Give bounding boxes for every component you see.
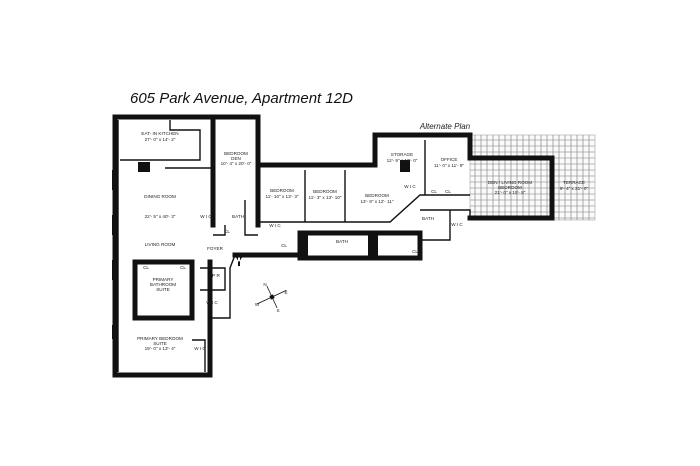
primary-bath-label3: SUITE: [156, 287, 170, 292]
living-room-label: LIVING ROOM: [145, 242, 176, 247]
wic-label: W I C: [404, 184, 416, 189]
bath-label: BATH: [232, 214, 244, 219]
compass-west: W: [255, 302, 260, 307]
terrace-dims: 9'- 4" x 21'- 0": [560, 186, 589, 191]
bath-label: BATH: [422, 216, 434, 221]
bedroom3-label: BEDROOM: [365, 193, 389, 198]
bedroom-den-label: BEDROOM: [224, 151, 248, 156]
terrace-area: [469, 134, 596, 221]
dining-living-dims: 22'- 5" x 40'- 3": [145, 214, 176, 219]
bedroom1-label: BEDROOM: [270, 188, 294, 193]
wic-label: W I C: [451, 222, 463, 227]
den-living-dims: 21'- 0" x 15'- 8": [495, 190, 526, 195]
closet-label: CL: [281, 243, 287, 248]
walls: [112, 114, 555, 378]
wic-label: W I C: [206, 300, 218, 305]
kitchen-dims: 27'- 0" x 14'- 2": [145, 137, 176, 142]
wic-label: W I C: [194, 346, 206, 351]
primary-bedroom-label: PRIMARY BEDROOM: [137, 336, 183, 341]
bedroom1-dims: 11'- 10" x 13'- 3": [265, 194, 298, 199]
compass-east: E: [284, 290, 287, 295]
office-label: OFFICE: [441, 157, 458, 162]
primary-bath-label2: BATHROOM: [150, 282, 176, 287]
closet-label: CL: [412, 249, 418, 254]
storage-label: STORAGE: [391, 152, 413, 157]
closet-label: CL: [180, 265, 186, 270]
wic-label: W I C: [269, 223, 281, 228]
storage-dims: 12'- 9" x 10'- 0": [387, 158, 418, 163]
closet-label: CL: [224, 229, 230, 234]
primary-bedroom-label2: SUITE: [153, 341, 167, 346]
wic-label: W I C: [200, 214, 212, 219]
den-living-label2: BEDROOM: [498, 185, 522, 190]
bedroom-den-label2: DEN: [231, 156, 241, 161]
bedroom3-dims: 13'- 9" x 12'- 11": [360, 199, 393, 204]
bedroom2-dims: 11'- 3" x 13'- 10": [308, 195, 341, 200]
powder-room-label: P R: [212, 273, 220, 278]
room-labels: Alternate Plan EAT- IN KITCHEN 27'- 0" x…: [137, 122, 588, 351]
kitchen-label: EAT- IN KITCHEN: [141, 131, 178, 136]
den-living-label: DEN / LIVING ROOM: [488, 180, 532, 185]
primary-bath-label: PRIMARY: [153, 277, 174, 282]
closet-label: CL: [445, 189, 451, 194]
bedroom2-label: BEDROOM: [313, 189, 337, 194]
terrace-label: TERRACE: [563, 180, 585, 185]
compass-icon: [257, 285, 287, 309]
alternate-plan-label: Alternate Plan: [419, 122, 471, 131]
bedroom-den-dims: 10'- 4" x 20'- 0": [221, 161, 252, 166]
plan-title: 605 Park Avenue, Apartment 12D: [130, 90, 353, 107]
closet-label: CL: [431, 189, 437, 194]
primary-bedroom-dims: 19'- 0" x 13'- 4": [145, 346, 176, 351]
compass-north: N: [263, 282, 266, 287]
bath-label: BATH: [336, 239, 348, 244]
entry-arrow-icon: [235, 256, 243, 266]
office-dims: 11'- 0" x 11'- 9": [434, 163, 464, 168]
dining-room-label: DINING ROOM: [144, 194, 176, 199]
closet-label: CL: [143, 265, 149, 270]
foyer-label: FOYER: [207, 246, 224, 251]
compass-south: S: [276, 308, 279, 313]
